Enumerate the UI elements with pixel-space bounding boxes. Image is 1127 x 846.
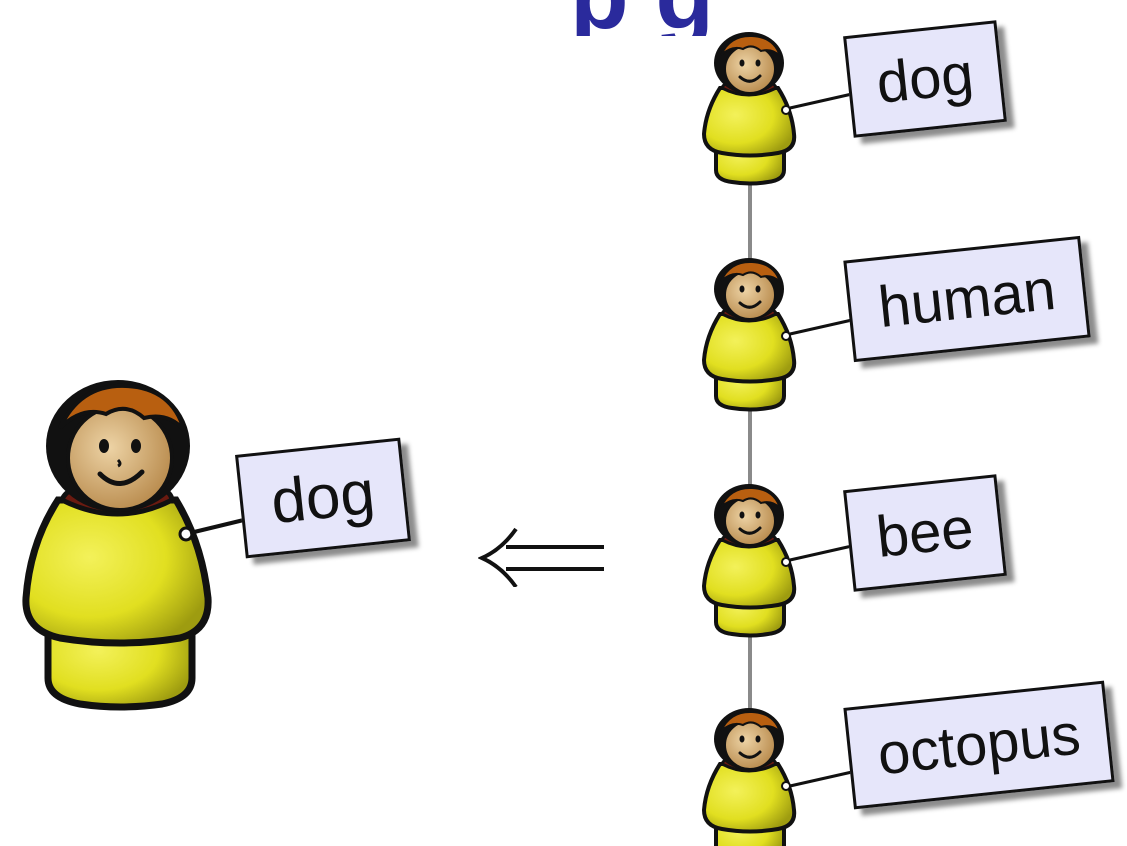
title-fragment: p g <box>570 0 714 36</box>
chain-label: dog <box>843 20 1007 138</box>
chain-label: bee <box>843 474 1007 592</box>
chain-label-text: bee <box>873 495 977 570</box>
chain-label-text: octopus <box>874 701 1084 788</box>
title-fragment-text: p g <box>570 0 714 36</box>
chain-label-text: dog <box>873 41 977 116</box>
query-figure <box>22 380 253 711</box>
chain-label-text: human <box>875 256 1059 341</box>
implied-by-arrow-icon <box>478 527 604 587</box>
